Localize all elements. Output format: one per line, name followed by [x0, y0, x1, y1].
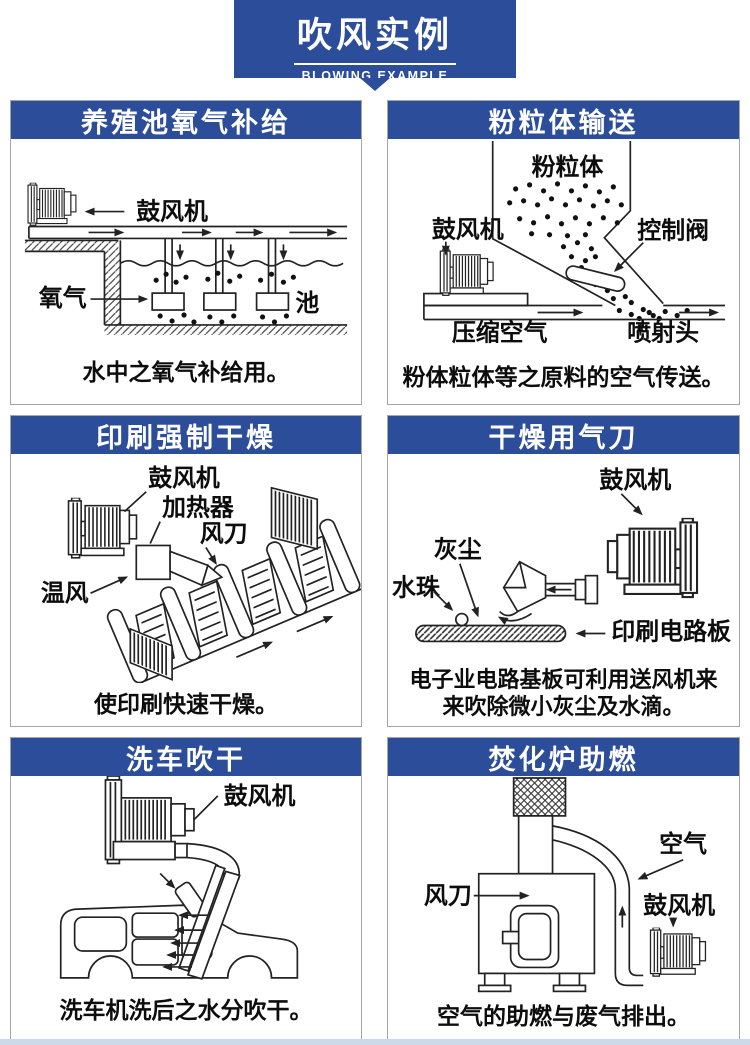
blower-icon — [439, 248, 494, 297]
blower-icon — [104, 776, 195, 865]
label-jet-nozzle: 喷射头 — [627, 319, 699, 346]
aquaculture-diagram: 鼓风机 氧气 池 — [24, 182, 348, 335]
printing-drying-diagram: 鼓风机 加热器 风刀 温风 — [41, 465, 361, 683]
blower-icon — [649, 927, 707, 977]
blower-icon — [606, 517, 699, 599]
label-circuit-board: 印刷电路板 — [611, 617, 731, 645]
panel-title: 焚化炉助燃 — [388, 738, 739, 776]
panel-caption: 电子业电路基板可利用送风机来 来吹除微小灰尘及水滴。 — [388, 661, 739, 726]
incinerator-diagram: 风刀 空气 鼓风机 — [424, 777, 715, 993]
label-water-drop: 水珠 — [392, 575, 441, 602]
blower-icon — [67, 497, 138, 559]
powder-conveying-diagram: 粉粒体 鼓风机 控制阀 压缩空气 喷射头 — [423, 140, 726, 346]
panel-title: 养殖池氧气补给 — [11, 101, 361, 139]
label-dust: 灰尘 — [434, 537, 482, 564]
chimney-cap — [512, 777, 567, 817]
heater-icon — [135, 544, 171, 581]
banner-notch — [360, 78, 390, 91]
blower-icon — [27, 182, 77, 226]
printed-web — [129, 627, 173, 681]
panel-car-wash-drying: 洗车吹干 — [10, 737, 362, 1040]
panel-caption: 空气的助燃与废气排出。 — [437, 1003, 690, 1030]
water-drop-icon — [454, 612, 469, 627]
page-banner: 吹风实例 BLOWING EXAMPLE — [234, 0, 516, 91]
label-powder: 粉粒体 — [532, 153, 604, 181]
caption-line-1: 电子业电路基板可利用送风机来 — [409, 666, 718, 692]
label-heater: 加热器 — [161, 495, 235, 522]
panel-title: 干燥用气刀 — [388, 416, 739, 454]
caption-line-2: 来吹除微小灰尘及水滴。 — [442, 693, 685, 719]
label-compressed-air: 压缩空气 — [452, 318, 548, 346]
label-air-knife: 风刀 — [424, 883, 472, 910]
label-control-valve: 控制阀 — [637, 217, 709, 245]
page-subtitle: BLOWING EXAMPLE — [301, 69, 449, 83]
control-valve-icon — [565, 265, 626, 292]
panel-air-knife-drying: 干燥用气刀 — [387, 415, 740, 727]
label-blower: 鼓风机 — [224, 783, 296, 810]
label-air-knife: 风刀 — [200, 520, 248, 547]
panel-caption: 洗车机洗后之水分吹干。 — [59, 996, 313, 1023]
car-wash-diagram: 鼓风机 — [59, 776, 299, 980]
label-blower: 鼓风机 — [136, 199, 208, 226]
air-knife-diagram: 鼓风机 灰尘 水珠 印刷电路板 — [392, 467, 731, 646]
label-air: 空气 — [659, 830, 707, 858]
panel-caption: 水中之氧气补给用。 — [82, 358, 290, 385]
panel-caption: 粉体粒体等之原料的空气传送。 — [402, 364, 725, 391]
banner-underline — [294, 63, 456, 65]
page-title: 吹风实例 — [296, 16, 453, 55]
panel-powder-conveying: 粉粒体输送 — [387, 100, 740, 405]
label-blower: 鼓风机 — [643, 893, 715, 920]
air-nozzle — [177, 864, 226, 972]
label-blower: 鼓风机 — [432, 217, 504, 244]
panel-caption: 使印刷快速干燥。 — [94, 691, 278, 718]
label-blower: 鼓风机 — [148, 465, 220, 492]
label-pond: 池 — [295, 290, 319, 317]
panel-aquaculture-oxygen: 养殖池氧气补给 — [10, 100, 362, 405]
panel-title: 粉粒体输送 — [388, 101, 739, 139]
label-oxygen: 氧气 — [38, 284, 87, 312]
label-warm-air: 温风 — [41, 580, 89, 607]
printed-web-top — [270, 486, 319, 550]
label-blower: 鼓风机 — [599, 467, 671, 494]
panel-title: 洗车吹干 — [11, 738, 361, 776]
panel-grid: 养殖池氧气补给 — [10, 100, 740, 1040]
panel-incinerator-combustion: 焚化炉助燃 — [387, 737, 740, 1040]
panel-title: 印刷强制干燥 — [11, 416, 361, 454]
panel-printing-drying: 印刷强制干燥 — [10, 415, 362, 727]
footer-strip — [0, 1039, 750, 1045]
